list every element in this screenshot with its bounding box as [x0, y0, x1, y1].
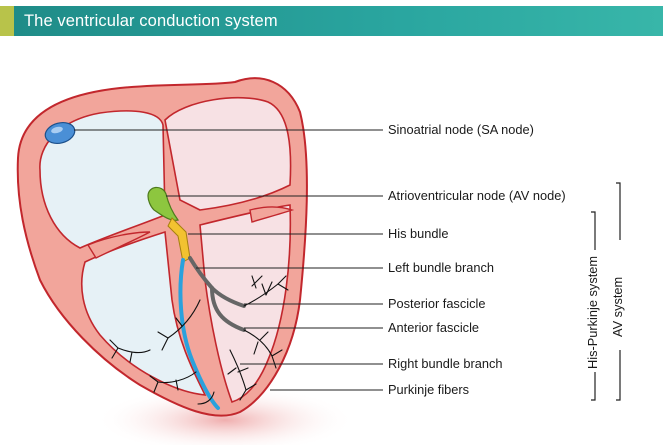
label-av-system: AV system [612, 274, 625, 340]
label-sa-node: Sinoatrial node (SA node) [388, 124, 534, 137]
label-av-node: Atrioventricular node (AV node) [388, 190, 566, 203]
label-purkinje-fibers: Purkinje fibers [388, 384, 469, 397]
label-right-bundle-branch: Right bundle branch [388, 358, 503, 371]
label-left-bundle-branch: Left bundle branch [388, 262, 494, 275]
label-his-purkinje-system: His-Purkinje system [587, 253, 600, 372]
label-anterior-fascicle: Anterior fascicle [388, 322, 479, 335]
left-atrium [165, 98, 291, 210]
label-his-bundle: His bundle [388, 228, 448, 241]
label-posterior-fascicle: Posterior fascicle [388, 298, 485, 311]
